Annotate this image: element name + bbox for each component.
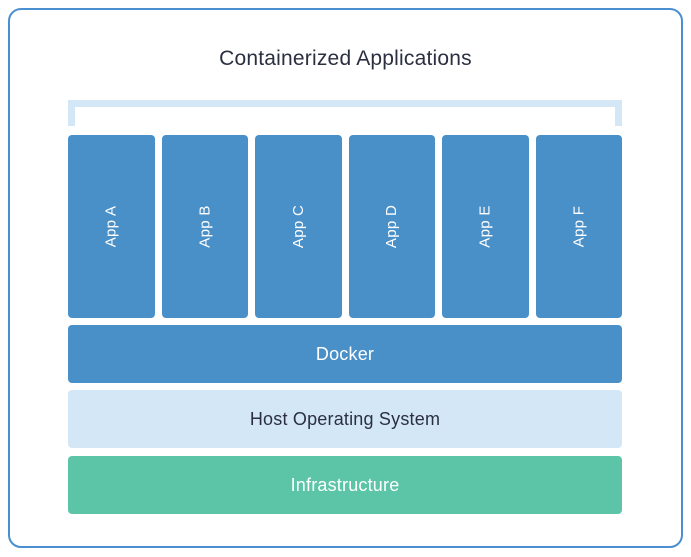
bracket-top-rail (68, 100, 622, 107)
layer-docker[interactable]: Docker (68, 325, 622, 383)
app-box[interactable]: App C (255, 135, 342, 318)
bracket-left-leg (68, 100, 75, 126)
layer-infrastructure-label: Infrastructure (290, 474, 400, 495)
app-box[interactable]: App A (68, 135, 155, 318)
app-box[interactable]: App F (535, 135, 622, 318)
page-title: Containerized Applications (219, 47, 472, 70)
bracket-right-leg (615, 100, 622, 126)
app-container-row: App A App B App C App D App E App F (68, 135, 622, 318)
app-box-label: App D (383, 204, 401, 249)
app-box-label: App A (102, 205, 120, 248)
app-box-label: App E (476, 205, 494, 248)
layer-infrastructure[interactable]: Infrastructure (68, 456, 622, 514)
app-box[interactable]: App D (348, 135, 435, 318)
layer-host-operating-system[interactable]: Host Operating System (68, 390, 622, 448)
layer-host-os-label: Host Operating System (249, 408, 441, 429)
app-box-label: App B (196, 205, 214, 248)
app-box[interactable]: App B (161, 135, 248, 318)
layer-docker-label: Docker (315, 343, 375, 364)
containerized-apps-bracket (68, 100, 622, 126)
app-box-label: App C (289, 204, 307, 249)
app-box[interactable]: App E (442, 135, 529, 318)
app-box-label: App F (570, 205, 588, 248)
